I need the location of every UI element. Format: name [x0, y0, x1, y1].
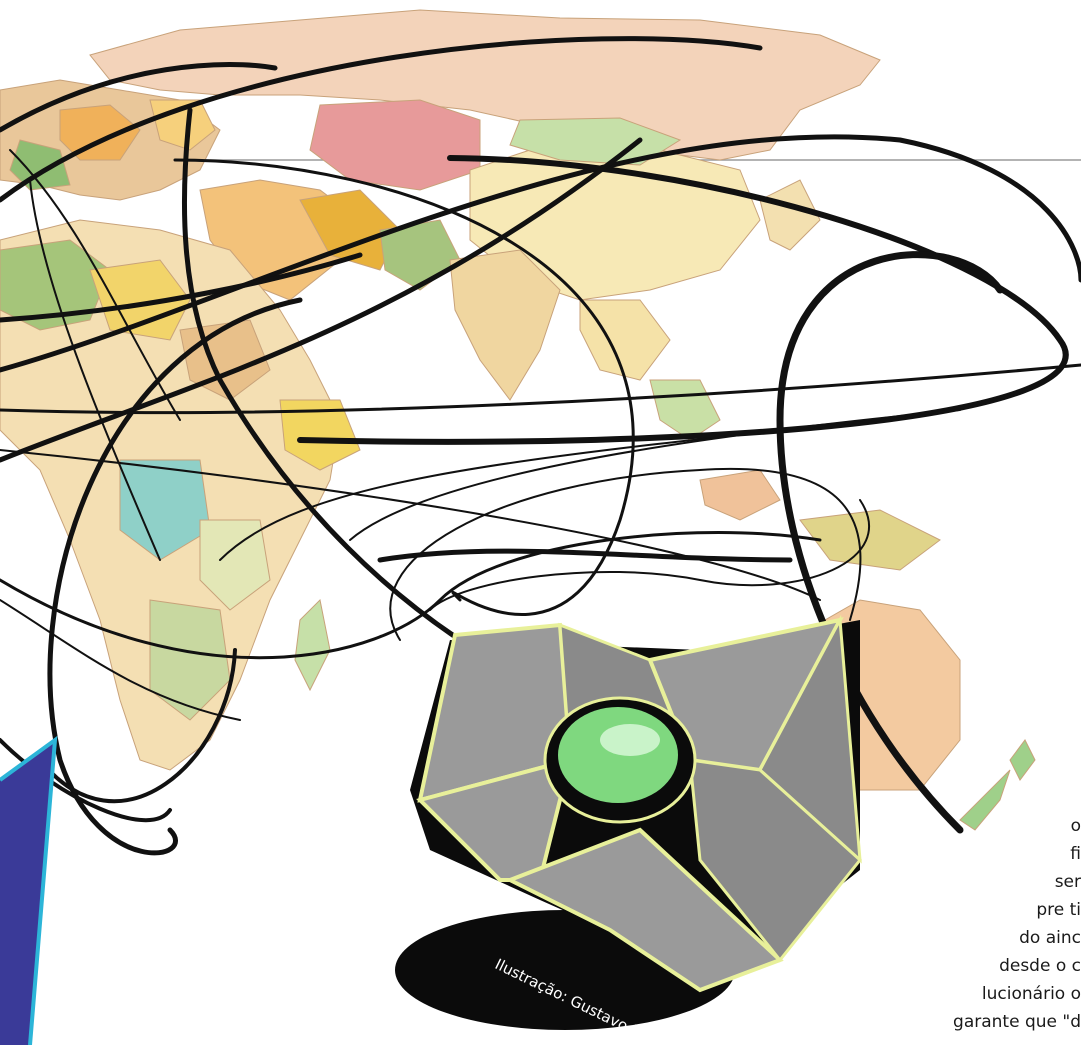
- tangled-lines: [0, 36, 1081, 856]
- text-fragment: lucionário o: [981, 984, 1081, 1004]
- central-device: [410, 614, 863, 993]
- text-fragment: ser: [1054, 872, 1081, 892]
- text-fragment: fi: [1070, 844, 1081, 864]
- blue-panel: [0, 735, 58, 1045]
- text-fragment: garante que "d: [953, 1012, 1081, 1032]
- text-fragment: o: [1070, 816, 1081, 836]
- text-fragment: pre ti: [1036, 900, 1081, 920]
- text-fragment: do ainc: [1019, 928, 1081, 948]
- text-fragment: desde o c: [999, 956, 1081, 976]
- gem-highlight: [600, 724, 660, 756]
- green-gem: [558, 707, 678, 803]
